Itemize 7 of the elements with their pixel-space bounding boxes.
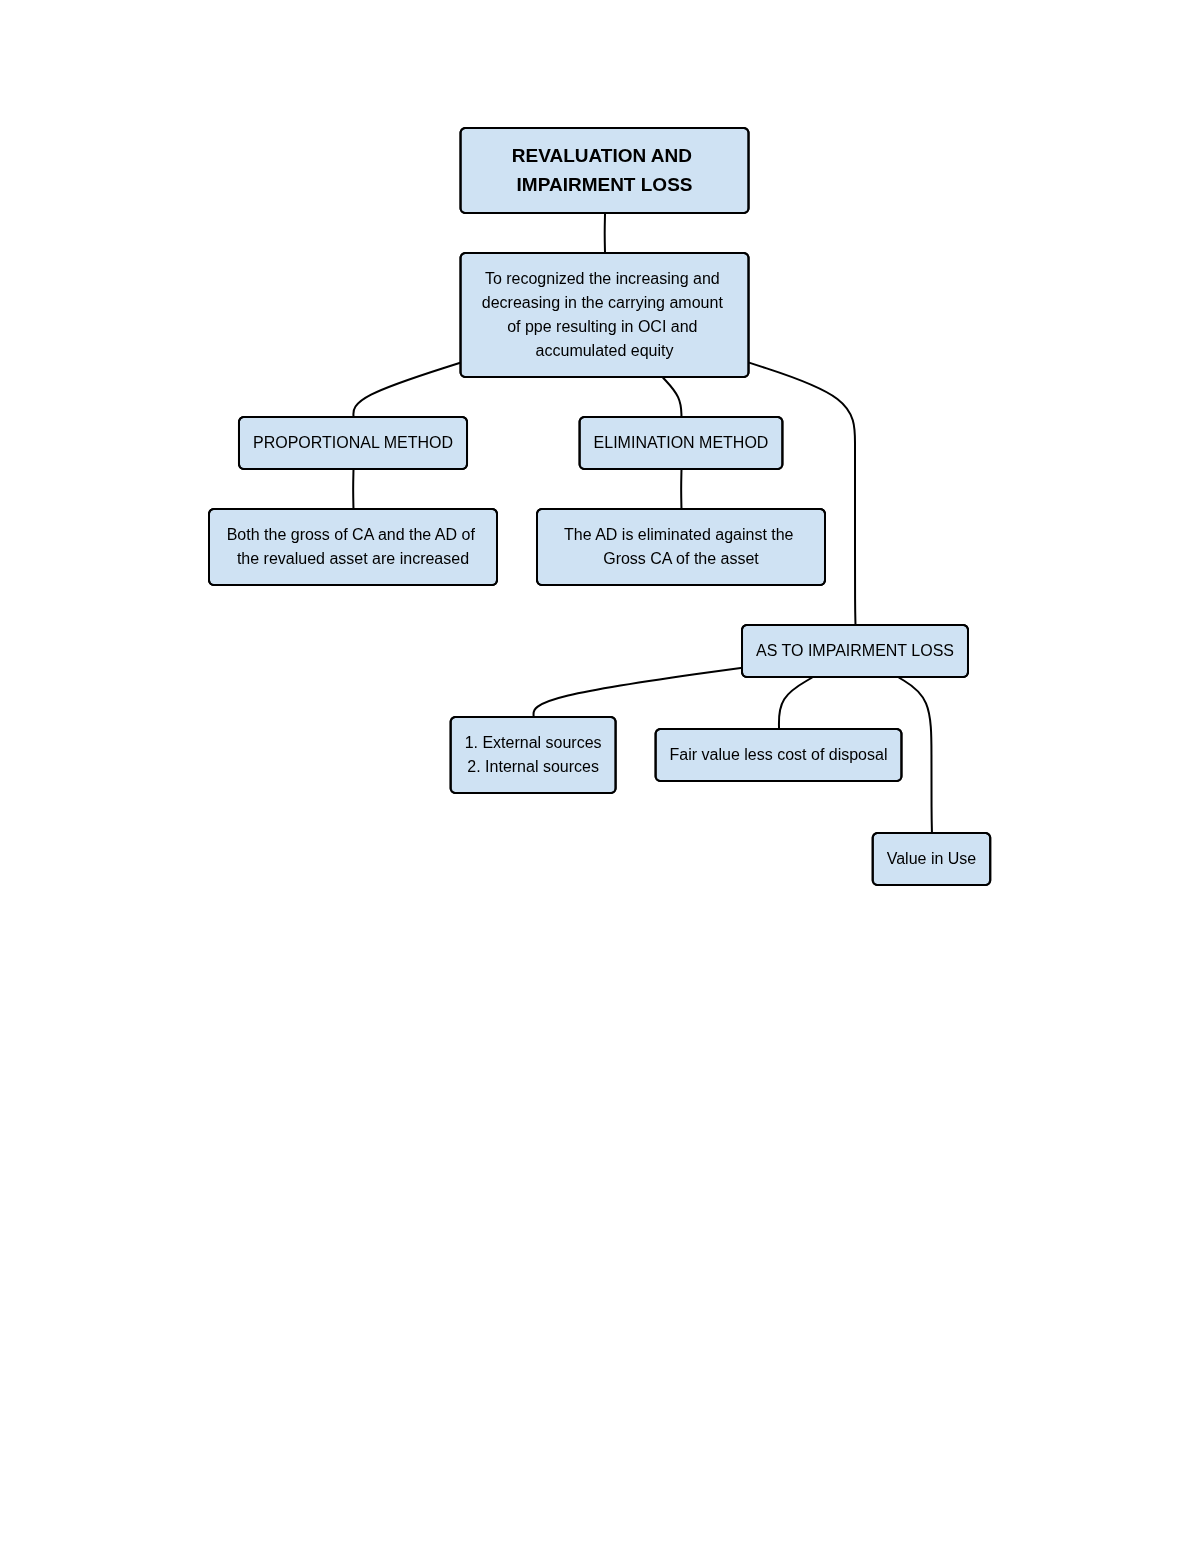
connector <box>680 468 683 511</box>
connector <box>748 361 857 627</box>
connector <box>662 376 683 419</box>
connector <box>778 676 814 731</box>
connector <box>352 468 355 511</box>
connector <box>604 212 607 255</box>
connector <box>898 676 934 835</box>
